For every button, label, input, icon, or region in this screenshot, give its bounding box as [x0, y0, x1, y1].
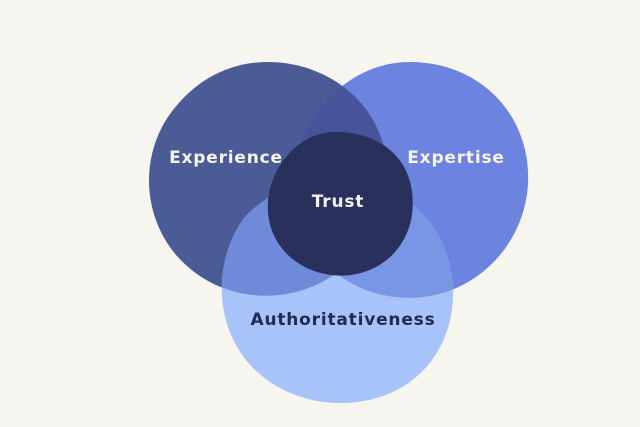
venn-intersection-trust — [267, 132, 413, 276]
